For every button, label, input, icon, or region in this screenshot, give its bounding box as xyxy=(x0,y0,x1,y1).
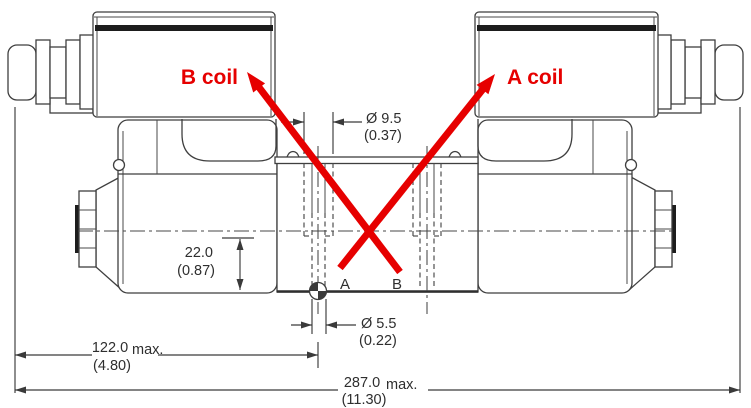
dim-287-inches: (11.30) xyxy=(342,392,387,408)
dim-122-metric: 122.0 xyxy=(92,340,128,356)
left-solenoid-tube-end xyxy=(75,174,123,292)
dim-height-metric: 22.0 xyxy=(185,245,213,261)
center-valve-body xyxy=(274,150,479,293)
dim-bottom-hole-diameter: Ø 5.5 (0.22) xyxy=(291,299,397,349)
right-solenoid-tube-end xyxy=(628,174,676,292)
hidden-holes-port-a xyxy=(303,146,334,314)
dim-287-metric: 287.0 xyxy=(344,375,380,391)
a-coil-arrow xyxy=(337,74,495,271)
a-coil-label: A coil xyxy=(507,66,563,89)
b-coil-housing xyxy=(92,11,276,118)
port-a-datum-symbol xyxy=(308,281,328,301)
dim-port-face-height: 22.0 (0.87) xyxy=(177,237,254,290)
dim-top-hole-inches: (0.37) xyxy=(364,128,402,144)
right-solenoid-body xyxy=(477,119,638,294)
port-a-label: A xyxy=(340,276,350,293)
overall-extension-lines xyxy=(14,107,741,393)
b-coil-label: B coil xyxy=(181,66,238,89)
right-cable-gland xyxy=(656,34,744,114)
left-cable-gland xyxy=(7,34,95,114)
dim-bottom-hole-inches: (0.22) xyxy=(359,333,397,349)
dim-122-qualifier: max. xyxy=(132,342,163,358)
port-b-label: B xyxy=(392,276,402,293)
dim-287-qualifier: max. xyxy=(386,377,417,393)
b-coil-arrow xyxy=(247,72,403,275)
a-coil-housing xyxy=(474,11,659,118)
dim-overall-length: 287.0 max. (11.30) xyxy=(15,375,740,408)
dim-height-inches: (0.87) xyxy=(177,263,215,279)
dim-top-hole-metric: Ø 9.5 xyxy=(366,111,401,127)
dim-122-inches: (4.80) xyxy=(93,358,131,374)
dim-top-hole-diameter: Ø 9.5 (0.37) xyxy=(281,111,402,154)
dim-bottom-hole-metric: Ø 5.5 xyxy=(361,316,396,332)
dim-coil-end-length: 122.0 max. (4.80) xyxy=(15,340,319,374)
